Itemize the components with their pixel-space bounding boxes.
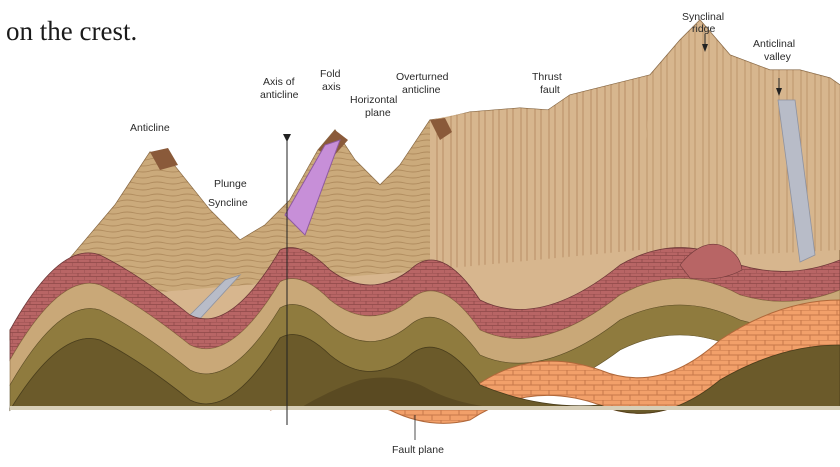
label-axis-of-anticline-line2: anticline: [260, 89, 299, 101]
label-synclinal-ridge-line1: Synclinal: [682, 11, 724, 23]
label-plunge: Plunge: [214, 178, 247, 190]
label-horizontal-plane-line1: Horizontal: [350, 94, 397, 106]
label-anticlinal-valley-line1: Anticlinal: [753, 38, 795, 50]
axis-arrow-icon: [283, 134, 291, 142]
label-horizontal-plane-line2: plane: [365, 107, 391, 119]
label-anticlinal-valley-line2: valley: [764, 51, 792, 63]
label-axis-of-anticline-line1: Axis of: [263, 76, 295, 88]
label-fold-axis-line1: Fold: [320, 68, 341, 80]
label-overturned-anticline-line2: anticline: [402, 84, 441, 96]
label-syncline: Syncline: [208, 197, 248, 209]
label-anticline: Anticline: [130, 122, 170, 134]
label-fault-plane: Fault plane: [392, 444, 444, 456]
label-thrust-fault-line2: fault: [540, 84, 560, 96]
label-overturned-anticline-line1: Overturned: [396, 71, 449, 83]
label-synclinal-ridge-line2: ridge: [692, 23, 716, 35]
ground-base: [10, 406, 840, 410]
label-thrust-fault-line1: Thrust: [532, 71, 562, 83]
label-fold-axis-line2: axis: [322, 81, 341, 93]
